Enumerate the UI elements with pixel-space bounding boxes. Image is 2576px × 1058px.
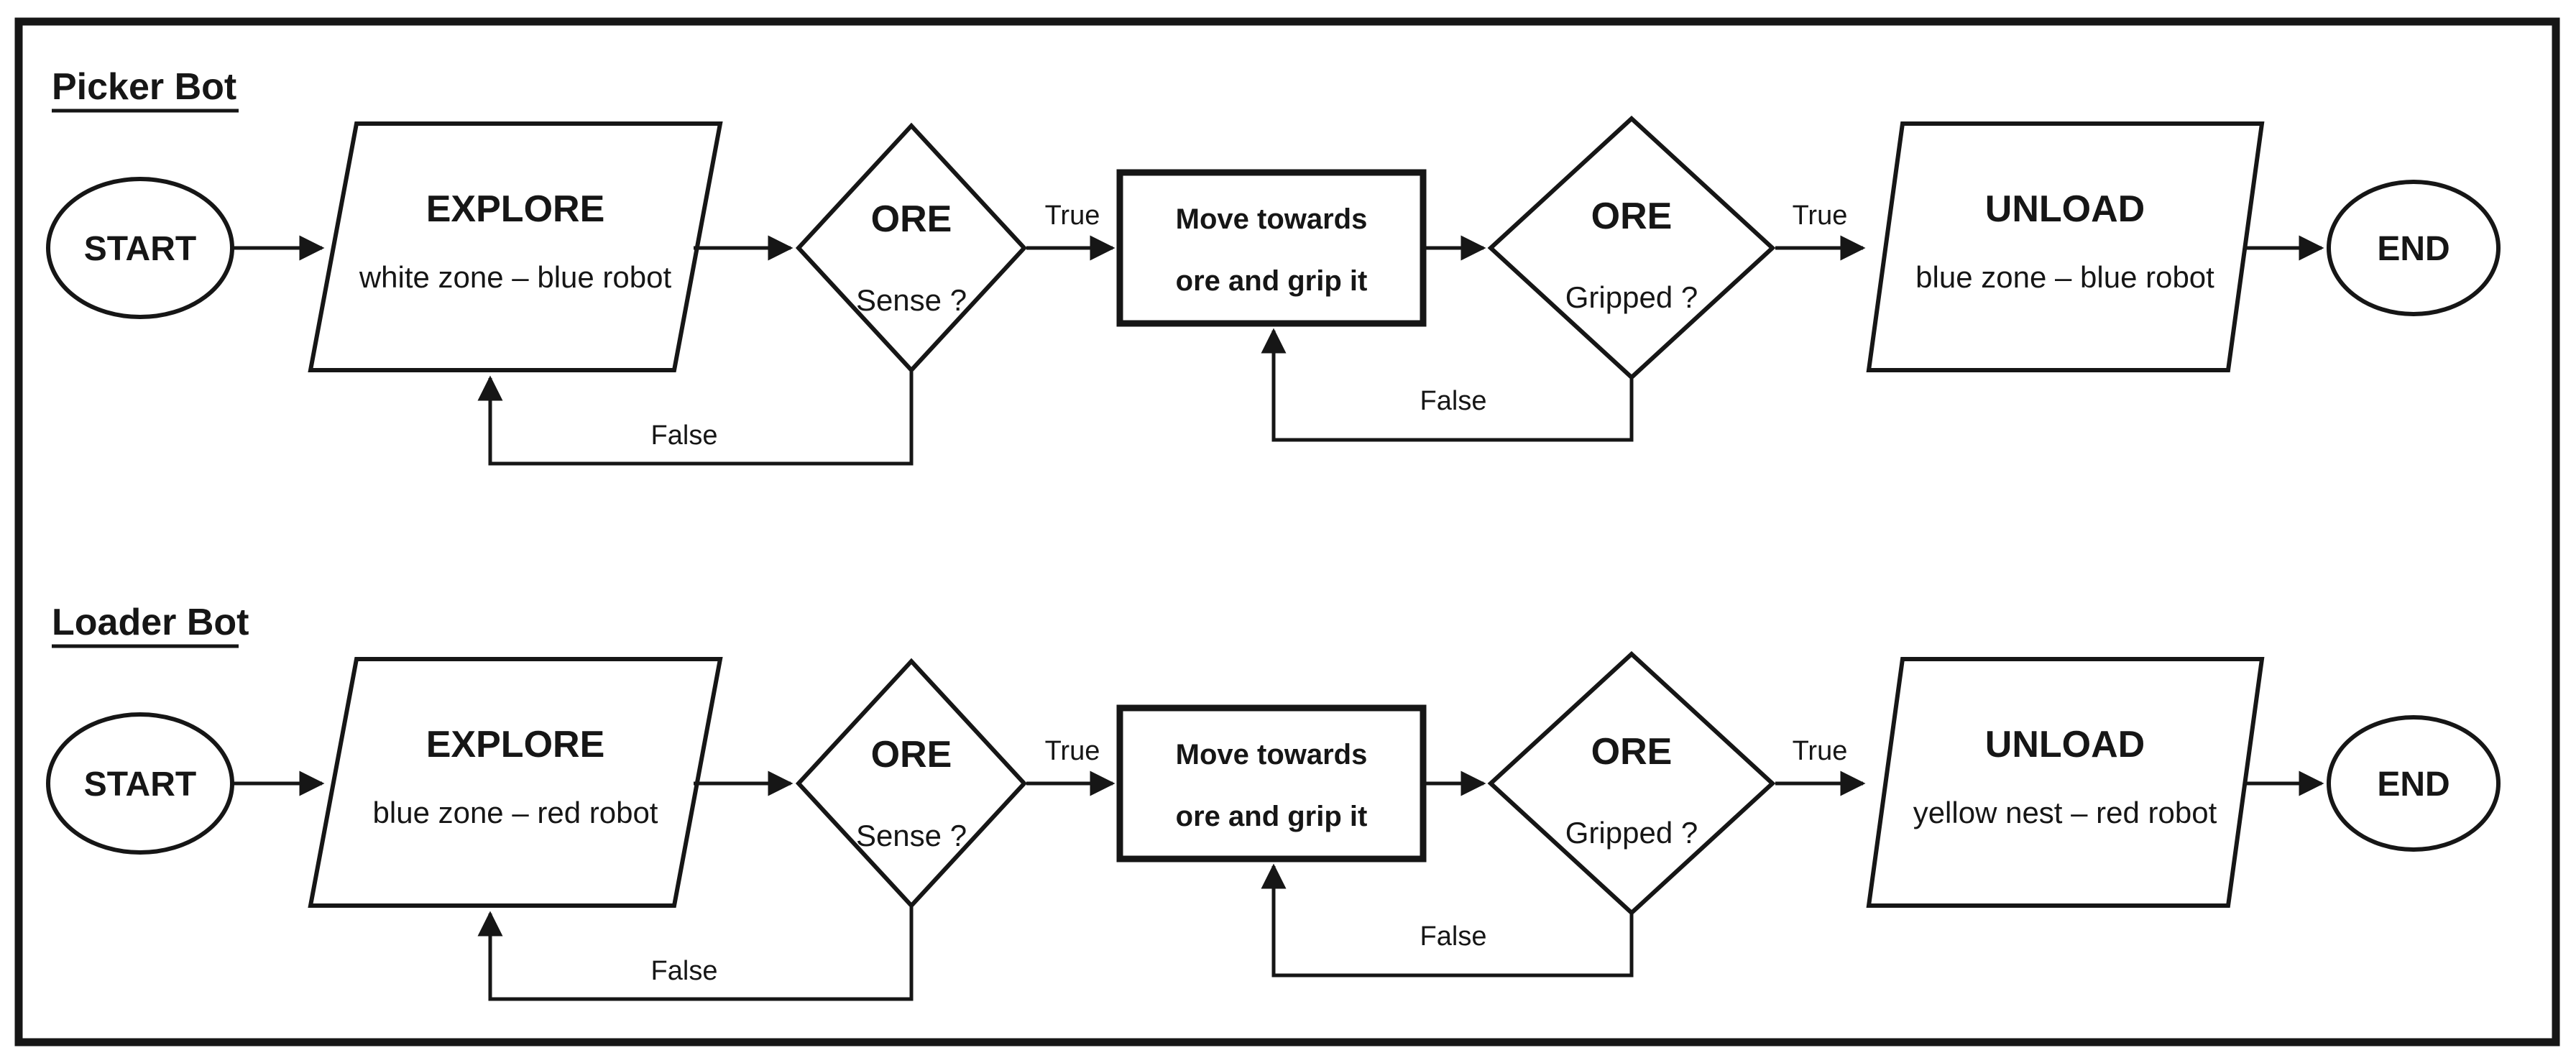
- ore-sense-diamond: [795, 122, 1028, 374]
- action-line2: ore and grip it: [1176, 801, 1368, 832]
- end-node: [2327, 715, 2501, 852]
- start-label: START: [84, 765, 196, 804]
- ore-gripped-diamond: [1487, 115, 1776, 381]
- action-rectangle: [1116, 169, 1427, 327]
- action-line2: ore and grip it: [1176, 265, 1368, 297]
- action-line1: Move towards: [1176, 203, 1368, 235]
- ore-sense-subtitle: Sense ?: [856, 819, 967, 852]
- end-node: [2327, 180, 2501, 316]
- end-label: END: [2377, 765, 2450, 804]
- ore-gripped-title: ORE: [1591, 196, 1673, 237]
- ore-sense-diamond: [795, 658, 1028, 909]
- explore-title: EXPLORE: [426, 724, 605, 765]
- sense-false-label: False: [651, 420, 718, 451]
- grip-false-loop-arrow: [1261, 328, 1634, 442]
- sense-true-label: True: [1045, 736, 1100, 766]
- sense-false-loop-arrow: [477, 372, 914, 466]
- unload-subtitle: yellow nest – red robot: [1913, 796, 2217, 829]
- explore-subtitle: white zone – blue robot: [359, 260, 672, 294]
- unload-subtitle: blue zone – blue robot: [1915, 260, 2214, 294]
- action-line1: Move towards: [1176, 739, 1368, 770]
- unload-title: UNLOAD: [1985, 724, 2145, 765]
- flow-title: Picker Bot: [52, 66, 236, 108]
- ore-gripped-subtitle: Gripped ?: [1565, 816, 1698, 850]
- grip-false-label: False: [1420, 921, 1487, 952]
- explore-parallelogram: [308, 657, 723, 908]
- sense-false-label: False: [651, 956, 718, 986]
- start-node: [46, 177, 234, 319]
- unload-parallelogram: [1866, 657, 2265, 908]
- picker-bot-flow: Picker Bot START EXPLORE white zone – bl…: [46, 66, 2501, 466]
- ore-gripped-subtitle: Gripped ?: [1565, 280, 1698, 314]
- start-label: START: [84, 230, 196, 268]
- grip-false-label: False: [1420, 386, 1487, 416]
- grip-true-label: True: [1793, 201, 1848, 231]
- ore-gripped-diamond: [1487, 650, 1776, 916]
- flow-title: Loader Bot: [52, 602, 249, 643]
- ore-sense-title: ORE: [871, 734, 952, 776]
- ore-sense-subtitle: Sense ?: [856, 283, 967, 317]
- outer-border: [14, 17, 2560, 1046]
- explore-parallelogram: [308, 121, 723, 372]
- explore-subtitle: blue zone – red robot: [373, 796, 658, 829]
- loader-bot-flow: Loader Bot START EXPLORE blue zone – red…: [46, 602, 2501, 1001]
- end-label: END: [2377, 230, 2450, 268]
- unload-title: UNLOAD: [1985, 188, 2145, 230]
- unload-parallelogram: [1866, 121, 2265, 372]
- grip-true-label: True: [1793, 736, 1848, 766]
- explore-title: EXPLORE: [426, 188, 605, 230]
- sense-true-label: True: [1045, 201, 1100, 231]
- grip-false-loop-arrow: [1261, 863, 1634, 978]
- action-rectangle: [1116, 704, 1427, 862]
- start-node: [46, 712, 234, 855]
- ore-gripped-title: ORE: [1591, 731, 1673, 773]
- sense-false-loop-arrow: [477, 907, 914, 1001]
- ore-sense-title: ORE: [871, 198, 952, 240]
